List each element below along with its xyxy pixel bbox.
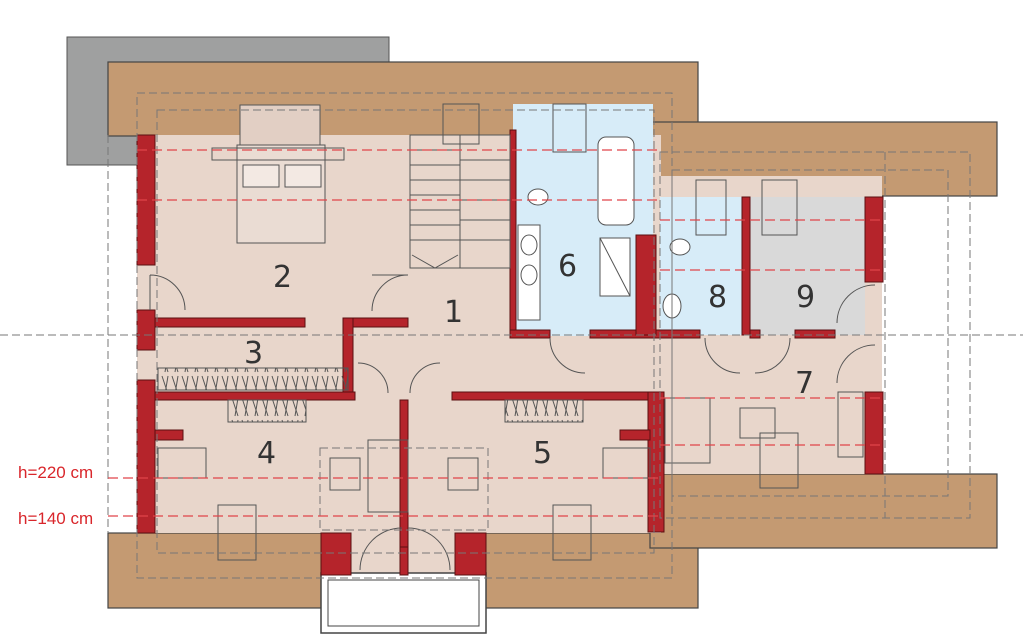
furniture bbox=[157, 103, 864, 561]
door-swings bbox=[149, 274, 876, 571]
room-label-8: 8 bbox=[708, 280, 727, 315]
room-labels: 1 2 3 4 5 6 7 8 9 bbox=[244, 249, 815, 471]
room-label-6: 6 bbox=[558, 249, 577, 284]
walls bbox=[136, 129, 884, 576]
clear-height-lines bbox=[108, 149, 882, 517]
bathroom-fixtures bbox=[517, 136, 691, 321]
double-bed bbox=[211, 104, 345, 244]
room-label-3: 3 bbox=[244, 336, 263, 371]
room-label-9: 9 bbox=[796, 280, 815, 315]
room-label-1: 1 bbox=[444, 295, 463, 330]
roof-projection-lines bbox=[0, 92, 1023, 579]
roof-overhang bbox=[107, 61, 998, 609]
wardrobes bbox=[157, 367, 584, 423]
height-label-140: h=140 cm bbox=[18, 509, 93, 528]
room-label-5: 5 bbox=[533, 436, 552, 471]
staircase bbox=[409, 134, 511, 269]
room-label-7: 7 bbox=[795, 366, 814, 401]
room-label-4: 4 bbox=[257, 436, 276, 471]
height-label-220: h=220 cm bbox=[18, 463, 93, 482]
room-label-2: 2 bbox=[273, 260, 292, 295]
balcony bbox=[320, 572, 487, 634]
